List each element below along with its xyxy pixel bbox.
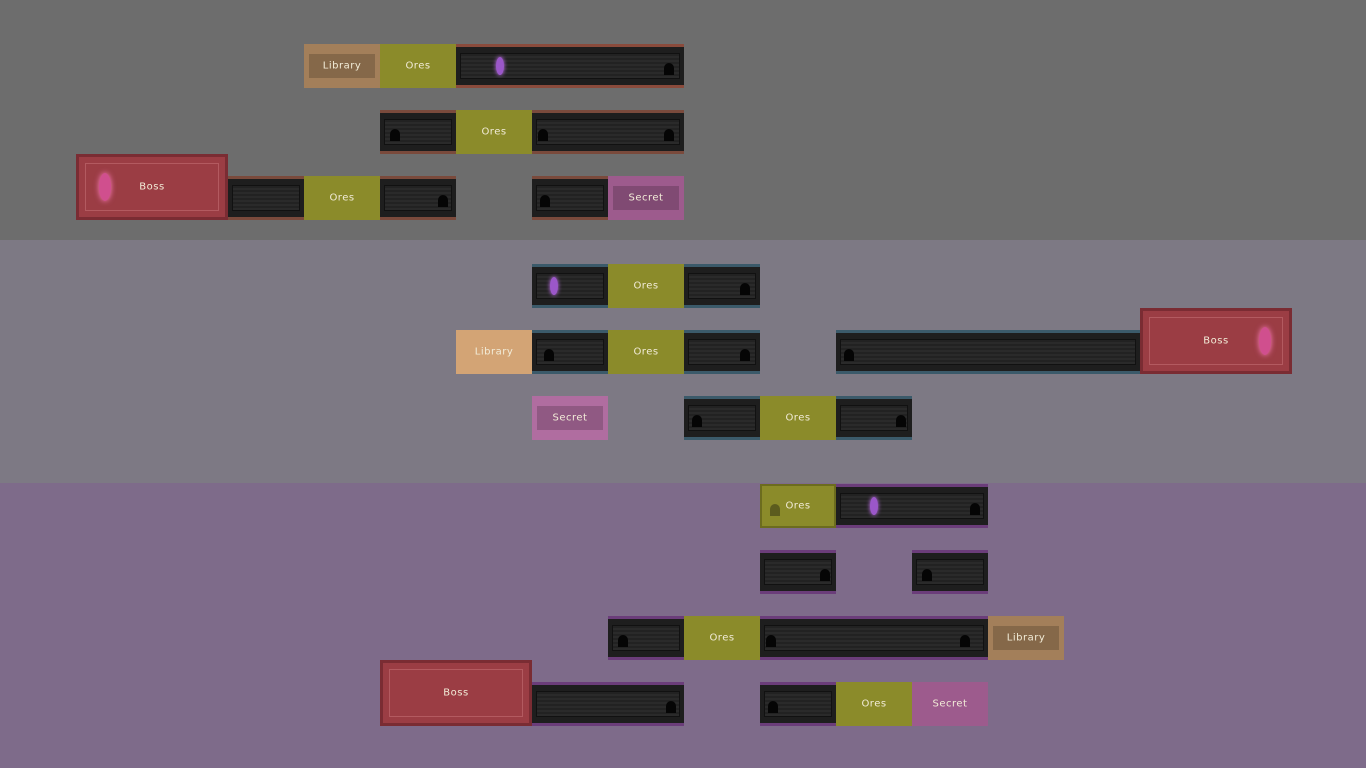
room-label: Ores — [405, 60, 431, 72]
door-icon[interactable] — [766, 635, 776, 647]
corridor-room[interactable] — [532, 110, 684, 154]
room-label: Ores — [709, 632, 735, 644]
room-label: Ores — [861, 698, 887, 710]
ores-room[interactable]: Ores — [760, 484, 836, 528]
door-icon[interactable] — [538, 129, 548, 141]
door-icon[interactable] — [770, 504, 780, 516]
room-label: Boss — [1203, 335, 1229, 347]
ores-room[interactable]: Ores — [380, 44, 456, 88]
room-label: Secret — [932, 698, 968, 710]
room-plate — [613, 186, 679, 210]
door-icon[interactable] — [970, 503, 980, 515]
door-icon[interactable] — [666, 701, 676, 713]
corridor-room[interactable] — [760, 616, 988, 660]
boss-room[interactable]: Boss — [380, 660, 532, 726]
corridor-room[interactable] — [532, 330, 608, 374]
door-icon[interactable] — [390, 129, 400, 141]
door-icon[interactable] — [540, 195, 550, 207]
secret-room[interactable]: Secret — [532, 396, 608, 440]
corridor-room[interactable] — [380, 176, 456, 220]
room-label: Boss — [443, 687, 469, 699]
corridor-room[interactable] — [532, 176, 608, 220]
door-icon[interactable] — [664, 129, 674, 141]
room-label: Ores — [633, 280, 659, 292]
door-icon[interactable] — [664, 63, 674, 75]
room-label: Ores — [785, 412, 811, 424]
door-icon[interactable] — [740, 283, 750, 295]
boss-crystal-icon[interactable] — [99, 173, 111, 201]
corridor-room[interactable] — [608, 616, 684, 660]
corridor-room[interactable] — [228, 176, 304, 220]
ores-room[interactable]: Ores — [760, 396, 836, 440]
boss-crystal-icon[interactable] — [1259, 327, 1271, 355]
door-icon[interactable] — [960, 635, 970, 647]
ores-room[interactable]: Ores — [608, 264, 684, 308]
ores-room[interactable]: Ores — [456, 110, 532, 154]
library-room[interactable]: Library — [456, 330, 532, 374]
door-icon[interactable] — [768, 701, 778, 713]
corridor-room[interactable] — [760, 550, 836, 594]
corridor-room[interactable] — [836, 484, 988, 528]
room-label: Secret — [628, 192, 664, 204]
room-label: Boss — [139, 181, 165, 193]
ores-room[interactable]: Ores — [608, 330, 684, 374]
crystal-icon[interactable] — [550, 277, 558, 295]
ores-room[interactable]: Ores — [304, 176, 380, 220]
corridor-room[interactable] — [912, 550, 988, 594]
ores-room[interactable]: Ores — [836, 682, 912, 726]
room-plate — [993, 626, 1059, 650]
door-icon[interactable] — [544, 349, 554, 361]
door-icon[interactable] — [844, 349, 854, 361]
library-room[interactable]: Library — [304, 44, 380, 88]
crystal-icon[interactable] — [870, 497, 878, 515]
corridor-room[interactable] — [532, 264, 608, 308]
door-icon[interactable] — [692, 415, 702, 427]
corridor-room[interactable] — [684, 396, 760, 440]
corridor-room[interactable] — [760, 682, 836, 726]
corridor-room[interactable] — [836, 330, 1140, 374]
crystal-icon[interactable] — [496, 57, 504, 75]
room-label: Library — [1006, 632, 1046, 644]
door-icon[interactable] — [740, 349, 750, 361]
door-icon[interactable] — [820, 569, 830, 581]
corridor-room[interactable] — [684, 330, 760, 374]
corridor-room[interactable] — [456, 44, 684, 88]
corridor-room[interactable] — [684, 264, 760, 308]
corridor-room[interactable] — [532, 682, 684, 726]
room-label: Library — [322, 60, 362, 72]
door-icon[interactable] — [896, 415, 906, 427]
room-label: Ores — [481, 126, 507, 138]
boss-room[interactable]: Boss — [76, 154, 228, 220]
room-plate — [537, 406, 603, 430]
door-icon[interactable] — [618, 635, 628, 647]
room-label: Secret — [552, 412, 588, 424]
ores-room[interactable]: Ores — [684, 616, 760, 660]
room-label: Ores — [785, 500, 811, 512]
door-icon[interactable] — [438, 195, 448, 207]
door-icon[interactable] — [922, 569, 932, 581]
room-plate — [309, 54, 375, 78]
secret-room[interactable]: Secret — [608, 176, 684, 220]
room-label: Ores — [329, 192, 355, 204]
boss-room[interactable]: Boss — [1140, 308, 1292, 374]
secret-room[interactable]: Secret — [912, 682, 988, 726]
room-label: Ores — [633, 346, 659, 358]
room-label: Library — [474, 346, 514, 358]
corridor-room[interactable] — [836, 396, 912, 440]
library-room[interactable]: Library — [988, 616, 1064, 660]
corridor-room[interactable] — [380, 110, 456, 154]
